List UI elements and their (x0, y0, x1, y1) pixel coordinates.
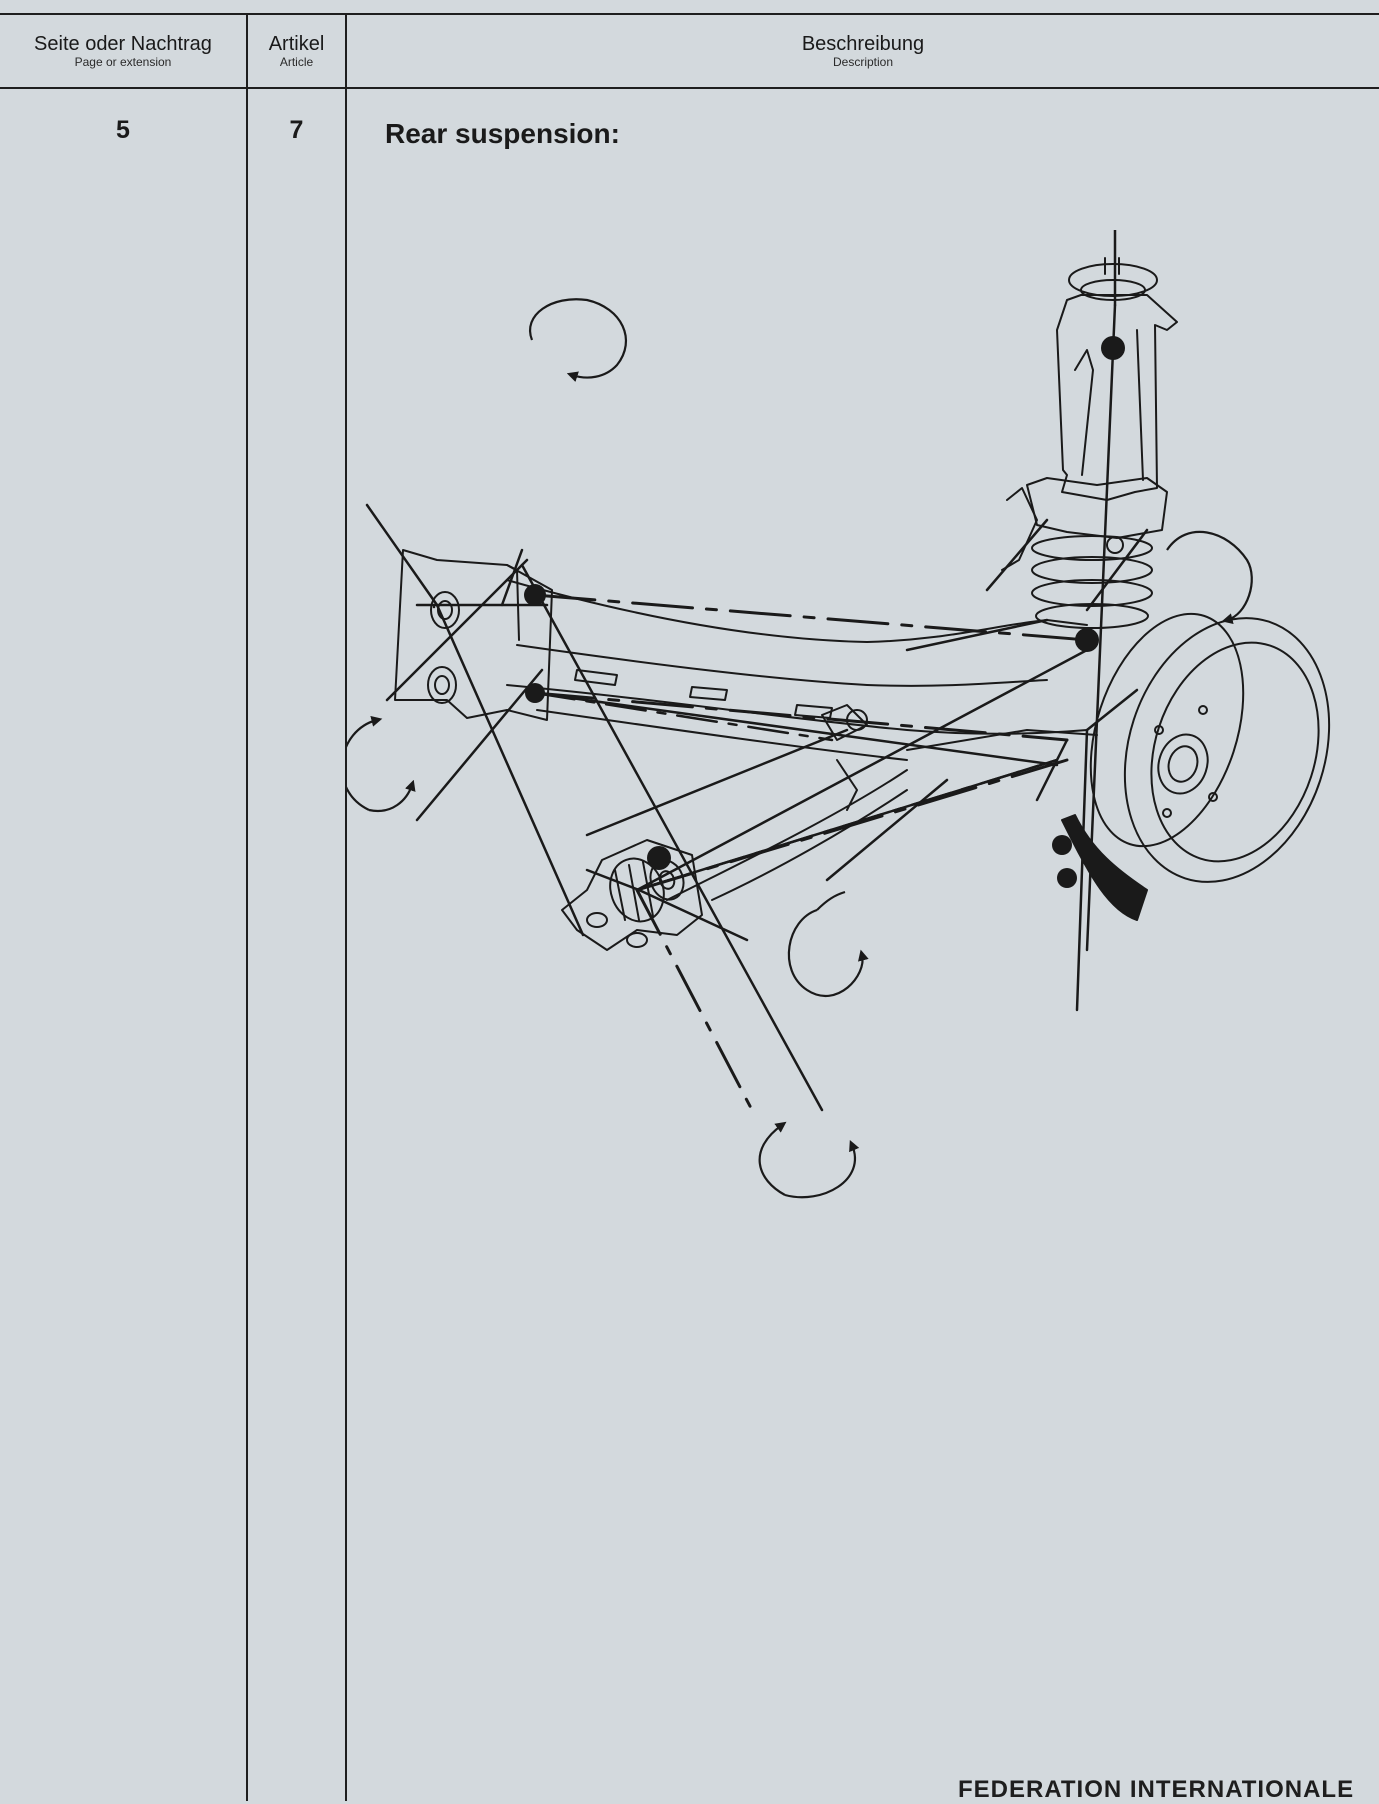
header-article-label: Artikel (268, 33, 325, 55)
column-divider-1 (246, 13, 248, 1801)
trailing-arm (506, 579, 1098, 901)
description-title: Rear suspension: (385, 118, 620, 149)
upper-pivot-axis (533, 593, 1089, 642)
axis-lines (365, 230, 1149, 1112)
lower-diagonal-axis (635, 888, 754, 1112)
table-header-rule (0, 87, 1379, 89)
table-top-rule (0, 13, 1379, 15)
header-article-cell: Artikel Article (248, 15, 345, 87)
header-description-label: Beschreibung (801, 33, 925, 55)
footer-organization: FEDERATION INTERNATIONALE (958, 1776, 1355, 1803)
header-page-cell: Seite oder Nachtrag Page or extension (0, 15, 246, 87)
column-divider-2 (345, 13, 347, 1801)
header-page-label: Seite oder Nachtrag (34, 33, 212, 55)
article-number: 7 (289, 116, 304, 144)
pivot-points (524, 336, 1125, 888)
rotation-arrows (347, 298, 1253, 1199)
strut-assembly (1001, 257, 1178, 629)
lower-pivot-axis (533, 691, 1069, 742)
header-description-sublabel: Description (832, 55, 894, 69)
rear-suspension-drawing (347, 230, 1331, 1199)
header-description-cell: Beschreibung Description (347, 15, 1379, 87)
header-page-sublabel: Page or extension (74, 55, 172, 69)
page-number: 5 (116, 116, 130, 144)
header-article-sublabel: Article (279, 55, 314, 69)
brake-drum (1061, 612, 1331, 921)
